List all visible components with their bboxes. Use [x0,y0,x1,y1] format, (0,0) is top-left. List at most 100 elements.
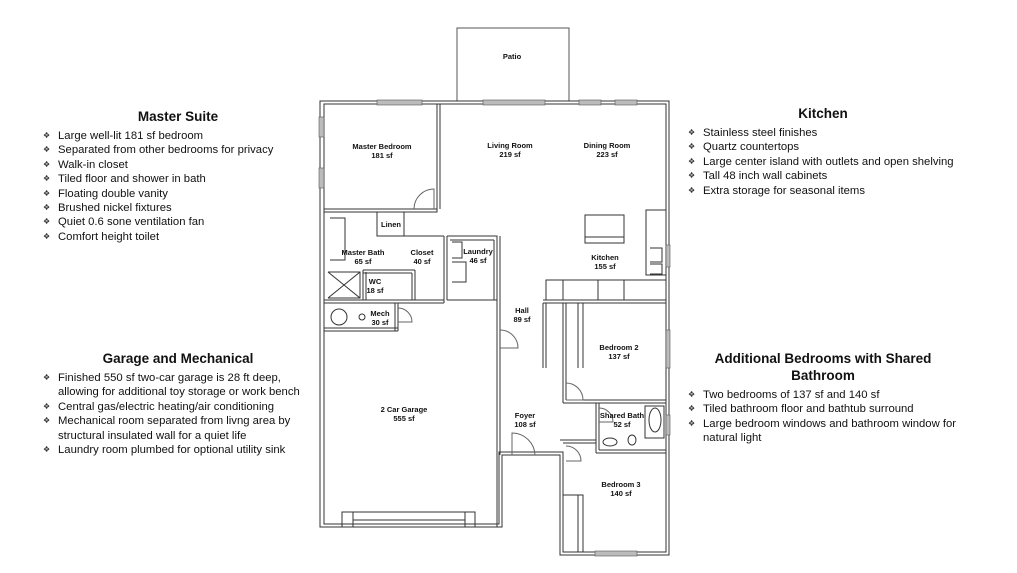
kitchen-island [584,214,625,244]
room-area-closet: 40 sf [413,257,431,266]
hall-west-wall [496,236,501,527]
window-bedroom3-bottom [594,550,638,557]
patio-outline [456,27,570,102]
kitchen-counter-bottom [545,279,667,301]
diamond-bullet-icon: ❖ [43,188,51,198]
front-door-arc [511,432,536,456]
list-item: ❖Comfort height toilet [43,230,160,243]
room-area-master-bath: 65 sf [354,257,372,266]
hall-door-arc [499,329,519,349]
additional-bedrooms-title: Additional Bedrooms with Shared Bathroom [714,351,932,383]
kitchen-counter-right [645,209,667,276]
list-item: ❖Mechanical room separated from livng ar… [43,415,291,442]
room-label-mech: Mech [370,309,390,318]
list-item: ❖Large bedroom windows and bathroom wind… [688,417,957,445]
list-item: ❖Large center island with outlets and op… [688,155,954,168]
room-area-hall: 89 sf [513,315,531,324]
room-label-linen: Linen [381,220,401,229]
room-label-patio: Patio [503,52,522,61]
shared-bath-door-arc [598,407,614,423]
additional-bedrooms-panel: Additional Bedrooms with Shared Bathroom… [683,350,963,446]
room-label-closet: Closet [411,248,434,257]
shared-bath-walls [595,403,666,454]
window-master-left-1 [318,116,325,138]
garage-mechanical-panel: Garage and Mechanical ❖Finished 550 sf t… [38,350,318,457]
diamond-bullet-icon: ❖ [43,373,51,382]
mech-walls [324,303,399,332]
diamond-bullet-icon: ❖ [43,217,51,227]
window-living-top [482,99,546,106]
list-item: ❖Extra storage for seasonal items [688,184,865,197]
bedroom-3-door-arc [565,445,582,462]
room-area-living-room: 219 sf [499,150,521,159]
diamond-bullet-icon: ❖ [43,174,51,184]
water-heater-icon [330,308,348,326]
kitchen-title: Kitchen [798,106,848,121]
master-bedroom-wall [324,104,441,213]
kitchen-list: ❖Stainless steel finishes ❖Quartz counte… [683,126,963,198]
room-label-master-bath: Master Bath [342,248,385,257]
room-label-wc: WC [369,277,382,286]
diamond-bullet-icon: ❖ [688,418,696,428]
room-label-laundry: Laundry [463,247,493,256]
diamond-bullet-icon: ❖ [688,185,696,195]
shared-bath-sink-icon [602,437,618,447]
list-item: ❖Two bedrooms of 137 sf and 140 sf [688,389,880,401]
list-item: ❖Laundry room plumbed for optional utili… [43,444,286,457]
diamond-bullet-icon: ❖ [43,203,51,213]
window-master-left-2 [318,167,325,189]
list-item: ❖Tall 48 inch wall cabinets [688,170,828,183]
diamond-bullet-icon: ❖ [43,159,51,169]
window-dining-top-1 [578,99,602,106]
window-kitchen-right [665,244,671,268]
diamond-bullet-icon: ❖ [688,142,696,152]
diamond-bullet-icon: ❖ [688,404,696,414]
list-item: ❖Floating double vanity [43,187,168,200]
shared-bath-toilet-icon [627,434,637,446]
diamond-bullet-icon: ❖ [43,401,51,411]
list-item: ❖Tiled floor and shower in bath [43,173,206,186]
master-suite-list: ❖Large well-lit 181 sf bedroom ❖Separate… [38,129,318,244]
room-area-dining-room: 223 sf [596,150,618,159]
garage-mechanical-title: Garage and Mechanical [102,351,254,366]
master-suite-panel: Master Suite ❖Large well-lit 181 sf bedr… [38,108,318,244]
bathtub-icon [648,407,662,433]
room-label-master-bedroom: Master Bedroom [352,142,412,151]
bedroom-2-door-arc [565,382,584,401]
diamond-bullet-icon: ❖ [43,445,51,455]
room-label-dining-room: Dining Room [584,141,631,150]
room-label-foyer: Foyer [515,411,536,420]
diamond-bullet-icon: ❖ [688,128,696,137]
list-item: ❖Walk-in closet [43,158,128,171]
diamond-bullet-icon: ❖ [688,171,696,181]
kitchen-panel: Kitchen ❖Stainless steel finishes ❖Quart… [683,105,963,198]
list-item: ❖Separated from other bedrooms for priva… [43,144,274,157]
master-suite-title: Master Suite [137,109,219,124]
room-area-wc: 18 sf [366,286,384,295]
laundry-walls [447,235,498,301]
room-area-kitchen: 155 sf [594,262,616,271]
mech-door-arc [397,307,413,323]
window-shared-bath-right [665,414,671,436]
bedroom-3-walls [560,439,596,444]
room-label-living-room: Living Room [487,141,533,150]
list-item: ❖Quiet 0.6 sone ventilation fan [43,216,205,229]
bath-block-walls [324,212,448,304]
bedroom-2-walls [562,368,666,404]
room-area-bedroom-3: 140 sf [610,489,632,498]
room-area-mech: 30 sf [371,318,389,327]
additional-bedrooms-list: ❖Two bedrooms of 137 sf and 140 sf ❖Tile… [683,388,963,446]
master-bedroom-door-arc [413,188,435,210]
diamond-bullet-icon: ❖ [688,390,696,399]
room-label-garage: 2 Car Garage [381,405,428,414]
room-area-shared-bath: 52 sf [613,420,631,429]
garage-door [341,511,476,528]
room-label-bedroom-3: Bedroom 3 [601,480,640,489]
furnace-icon [358,313,366,321]
room-area-master-bedroom: 181 sf [371,151,393,160]
window-bedroom2-right [665,329,671,369]
room-area-bedroom-2: 137 sf [608,352,630,361]
hall-closet-walls [542,299,666,368]
list-item: ❖Tiled bathroom floor and bathtub surrou… [688,403,914,416]
